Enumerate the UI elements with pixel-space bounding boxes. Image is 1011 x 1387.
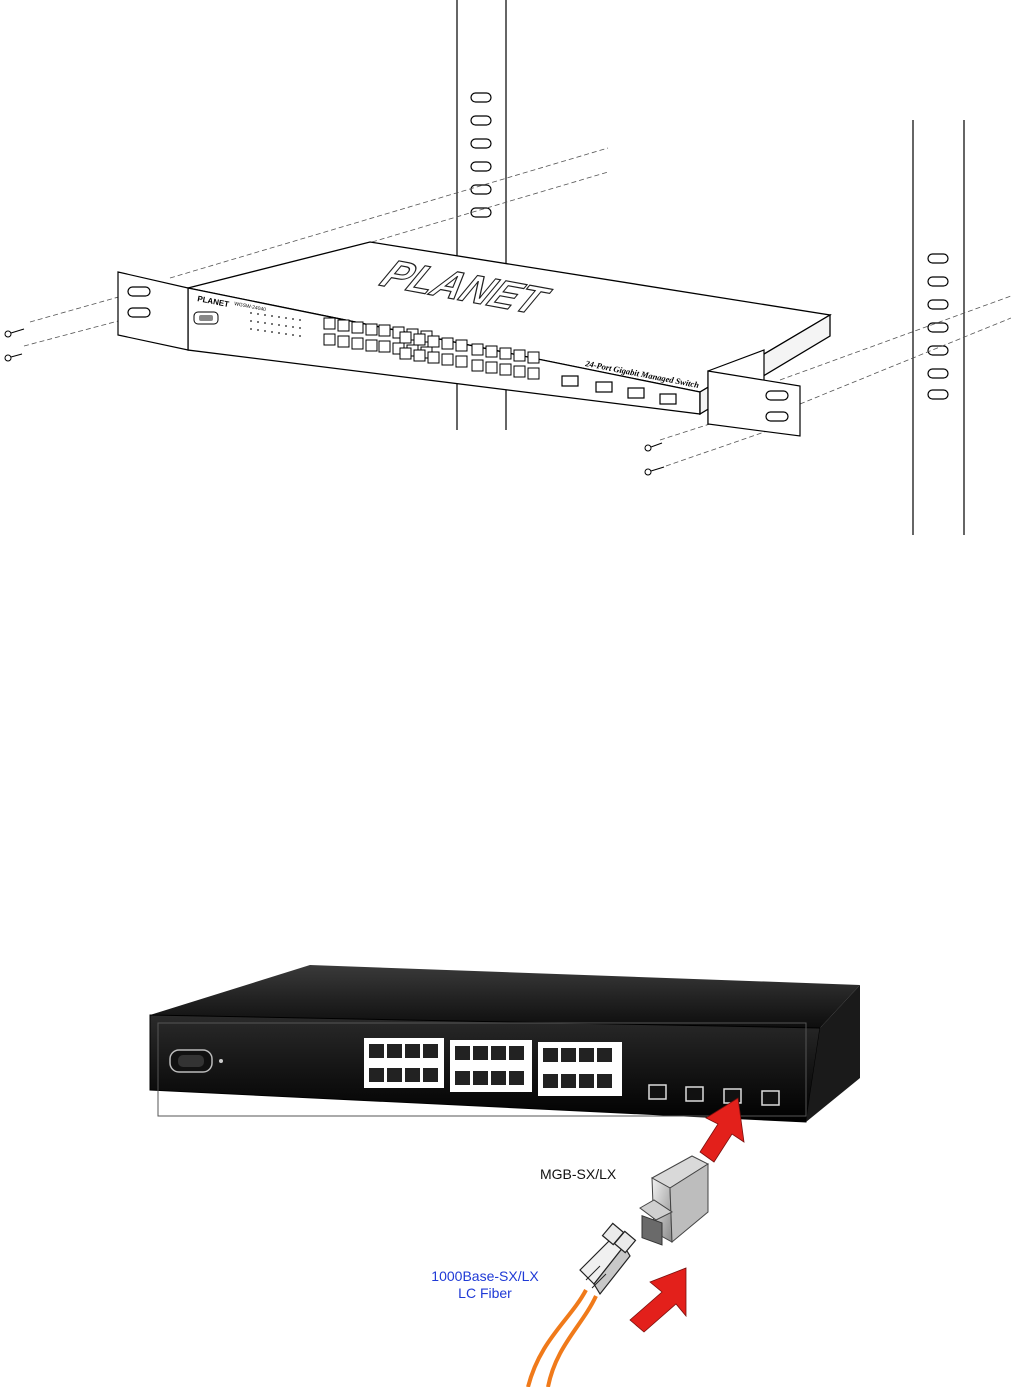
sfp-slot-icon (561, 375, 677, 405)
fiber-label-line2: LC Fiber (458, 1285, 512, 1301)
fiber-label: 1000Base-SX/LX LC Fiber (410, 1268, 560, 1302)
rj45-port-block (450, 1040, 532, 1092)
screw-icon (4, 328, 665, 476)
rj45-port-block (471, 343, 540, 380)
rack-rail-icon (912, 120, 965, 535)
sfp-module-icon (639, 1155, 710, 1246)
rj45-port-block (399, 331, 468, 368)
insert-arrow-icon (699, 1097, 745, 1163)
sfp-module-label: MGB-SX/LX (540, 1166, 617, 1182)
sfp-slot-icon (648, 1084, 780, 1106)
mounting-bracket-icon (117, 271, 189, 351)
switch-chassis-icon (149, 965, 860, 1123)
console-port-icon (193, 311, 219, 325)
fiber-label-line1: 1000Base-SX/LX (431, 1268, 539, 1284)
console-port-icon (169, 1049, 223, 1073)
insert-arrow-icon (629, 1267, 687, 1333)
lc-connector-icon (526, 1222, 637, 1387)
rj45-port-block (323, 317, 433, 359)
rack-mount-illustration: PLANET PLANET WGSW-24040 (4, 0, 1011, 535)
rack-mount-diagram: PLANET PLANET WGSW-24040 (0, 0, 1011, 560)
sfp-installation-diagram: MGB-SX/LX 1000Base-SX/LX LC Fiber (0, 950, 1011, 1387)
mounting-bracket-icon (707, 349, 801, 437)
rj45-port-block (364, 1038, 444, 1088)
sfp-installation-illustration (149, 965, 860, 1387)
rj45-port-block (538, 1042, 622, 1096)
led-panel (250, 312, 301, 337)
